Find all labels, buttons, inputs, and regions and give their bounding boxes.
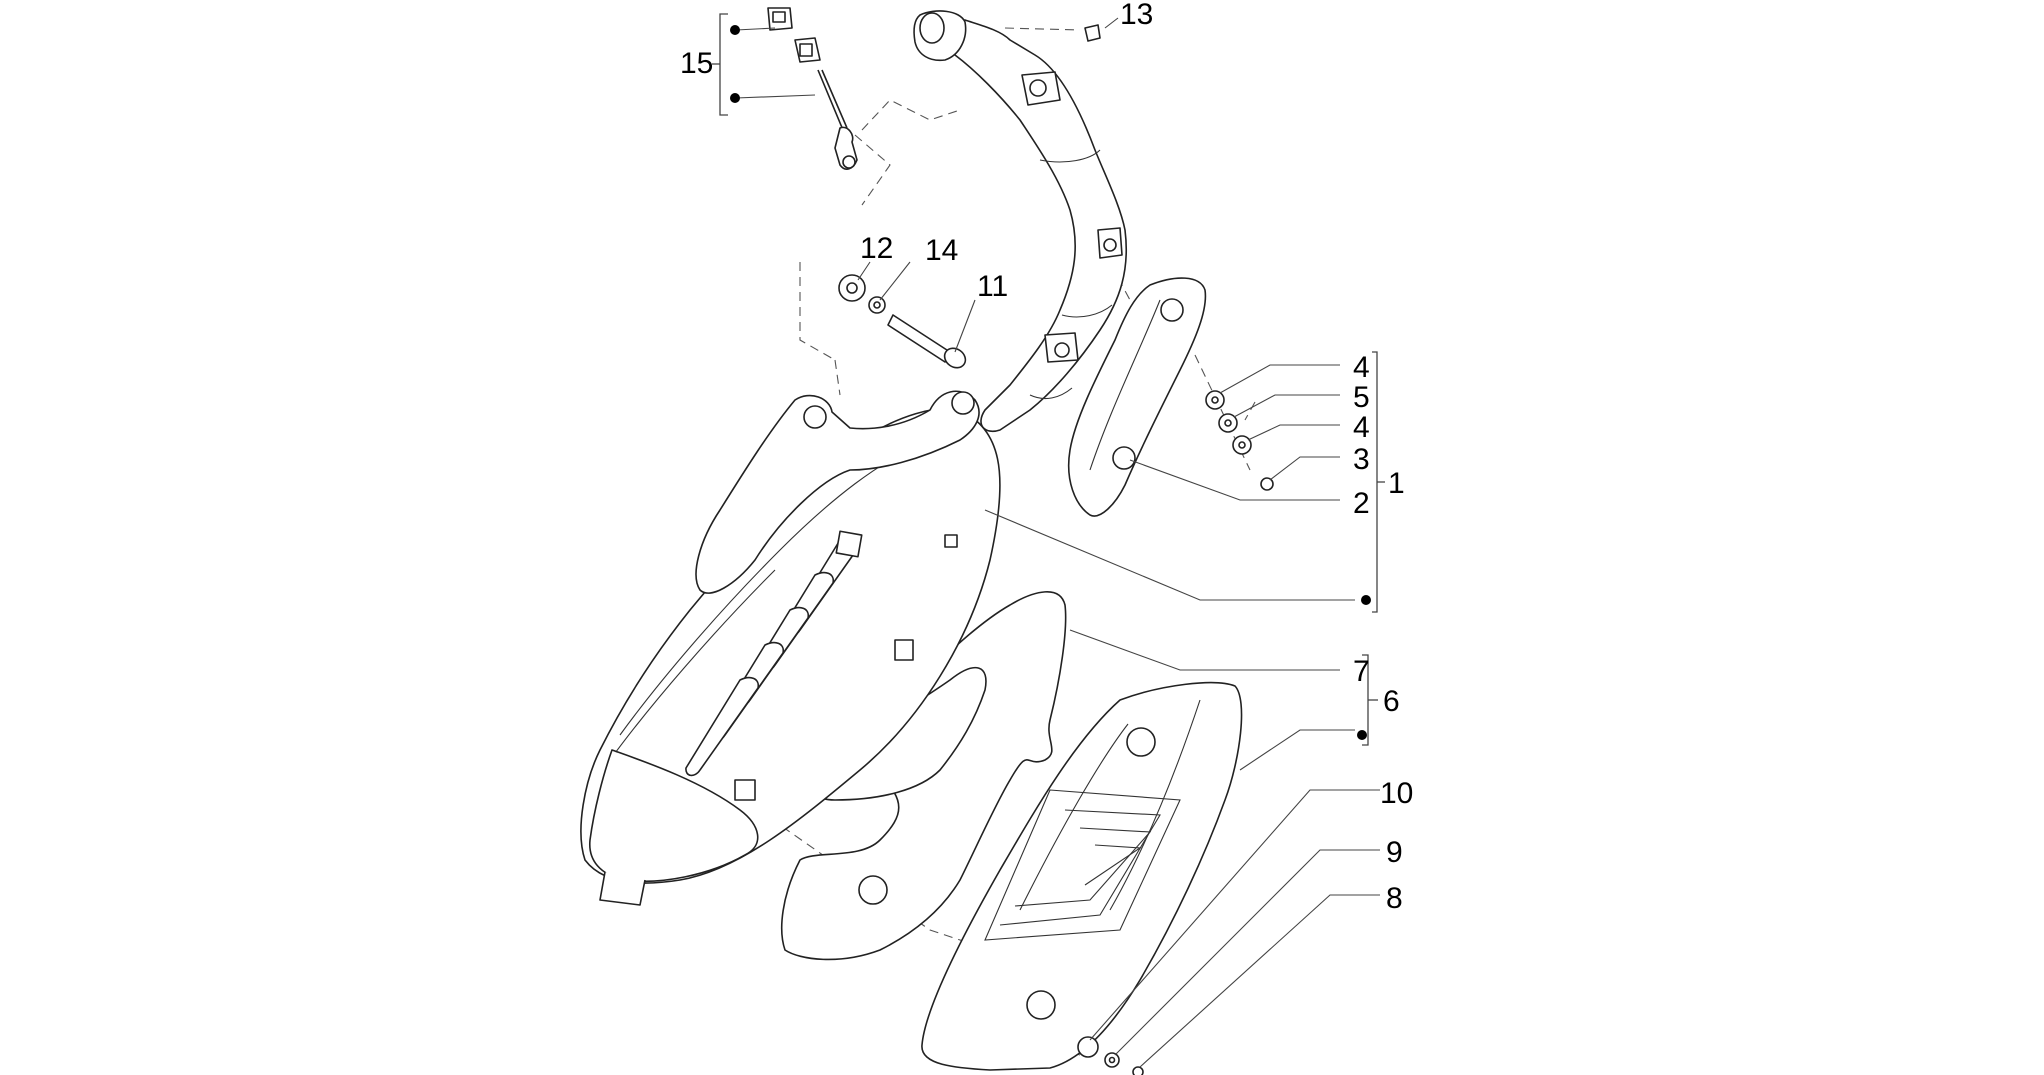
callout-12: 12 bbox=[860, 232, 893, 265]
hardware-parts bbox=[838, 24, 1274, 1075]
callout-4-lower: 4 bbox=[1353, 411, 1370, 444]
exhaust-header-pipe bbox=[913, 10, 1128, 432]
callout-10: 10 bbox=[1380, 777, 1413, 810]
callout-1: 1 bbox=[1388, 467, 1405, 500]
callout-3: 3 bbox=[1353, 443, 1370, 476]
callout-13: 13 bbox=[1120, 0, 1153, 31]
callout-8: 8 bbox=[1386, 882, 1403, 915]
callout-14: 14 bbox=[925, 234, 958, 267]
callout-7: 7 bbox=[1353, 655, 1370, 688]
callout-9: 9 bbox=[1386, 836, 1403, 869]
mounting-bracket bbox=[695, 390, 980, 594]
heat-shield-upper bbox=[1067, 277, 1207, 517]
callout-labels: 13 15 12 14 11 4 5 4 3 2 1 7 6 10 9 8 bbox=[680, 0, 1413, 915]
callout-15: 15 bbox=[680, 47, 713, 80]
callout-4-upper: 4 bbox=[1353, 351, 1370, 384]
leader-lines bbox=[735, 17, 1380, 1068]
callout-2: 2 bbox=[1353, 487, 1370, 520]
group-brackets bbox=[712, 13, 1385, 746]
muffler-body bbox=[580, 407, 1001, 906]
leader-dots bbox=[730, 25, 1371, 740]
callout-11: 11 bbox=[977, 270, 1008, 303]
heat-shield-lower bbox=[921, 681, 1243, 1071]
callout-5: 5 bbox=[1353, 381, 1370, 414]
oxygen-sensor bbox=[767, 7, 858, 170]
callout-6: 6 bbox=[1383, 685, 1400, 718]
